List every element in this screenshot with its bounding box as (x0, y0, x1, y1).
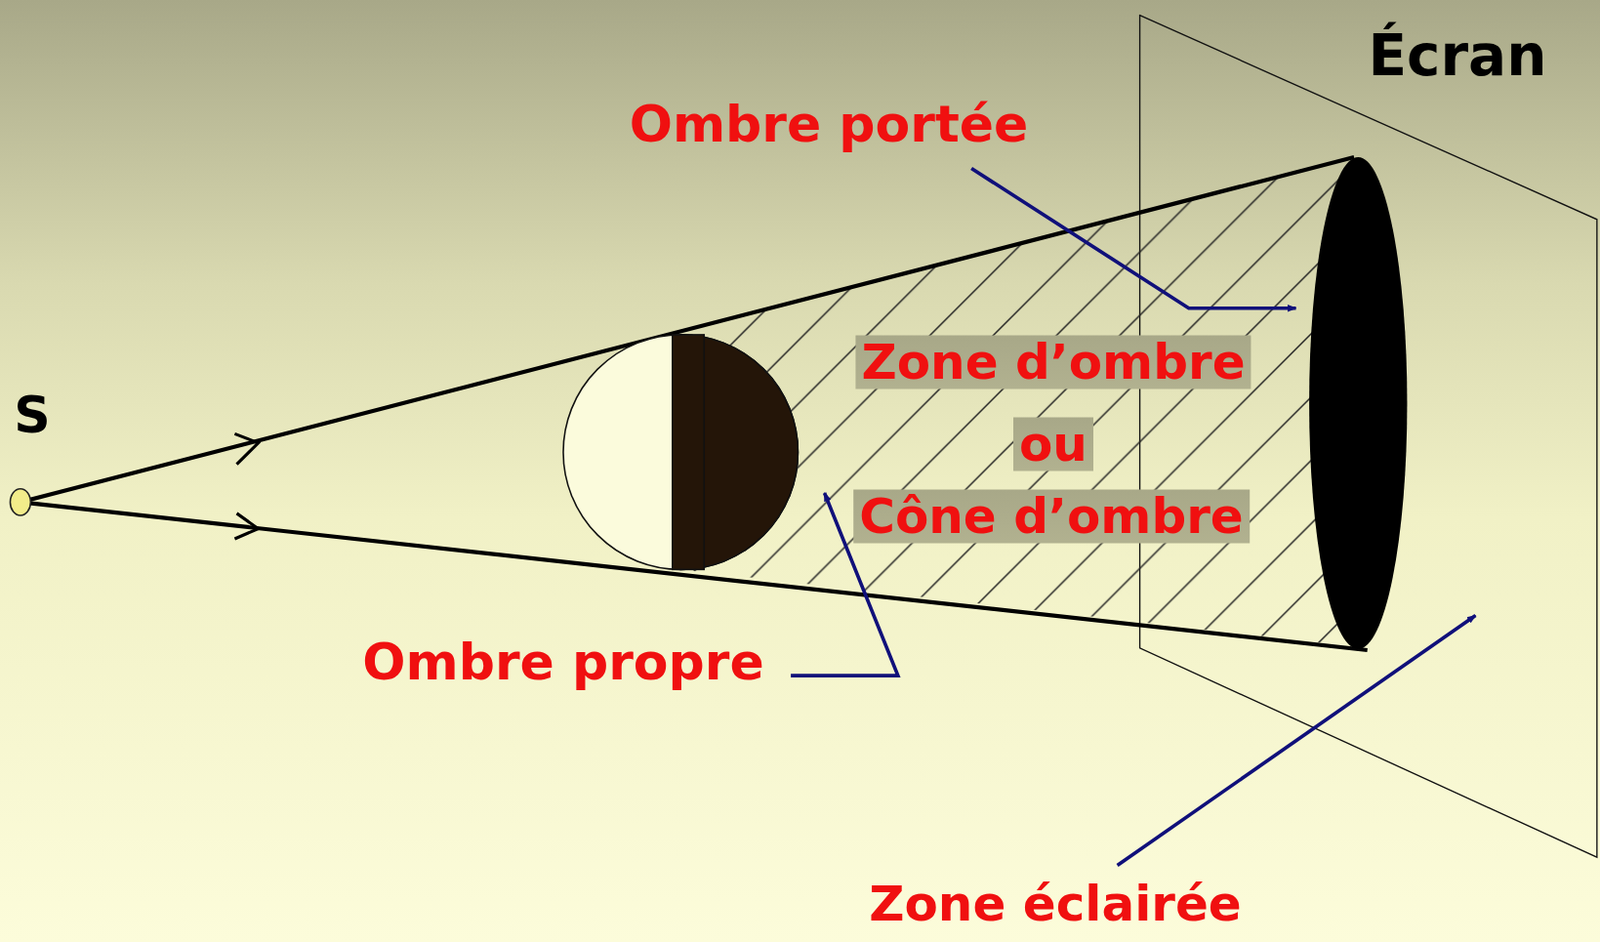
leader-line (971, 168, 1296, 309)
callout-label: Ombre portée (623, 96, 1035, 153)
source-label: S (7, 387, 56, 444)
sphere (563, 334, 798, 570)
zone-label: Cône d’ombre (853, 490, 1250, 544)
callout-label: Zone éclairée (862, 877, 1248, 932)
light-source (9, 489, 31, 516)
leader-line (1117, 615, 1477, 865)
sphere-band (672, 334, 704, 570)
cast-shadow (1309, 157, 1407, 650)
zone-label: ou (1013, 417, 1094, 472)
screen-label: Écran (1361, 25, 1553, 88)
callout-label: Ombre propre (356, 634, 770, 691)
zone-label: Zone d’ombre (855, 335, 1251, 390)
ray-arrow (234, 513, 258, 539)
shadow-cone (680, 158, 1367, 649)
ray-arrow (234, 433, 258, 464)
